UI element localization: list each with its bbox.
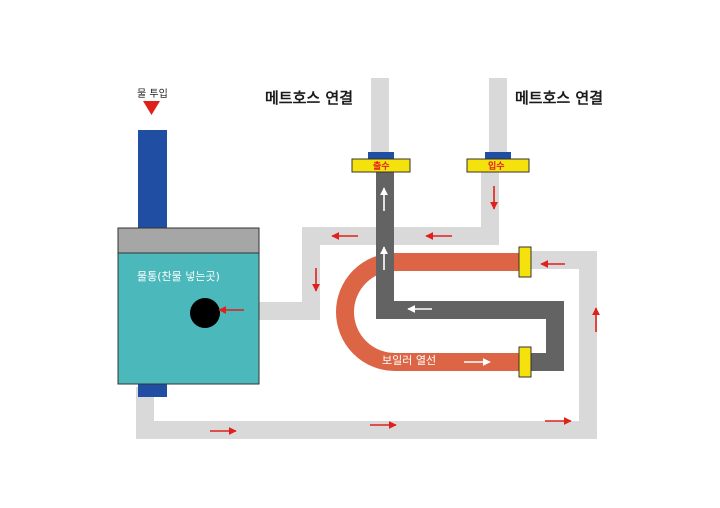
boiler-coil-label: 보일러 열선 xyxy=(382,354,437,367)
tank-inlet-pipe xyxy=(138,130,167,228)
arrow-icon xyxy=(380,187,491,366)
arrow-icon xyxy=(210,186,600,435)
hose-pipes xyxy=(136,78,597,439)
supply-hose xyxy=(136,251,597,439)
return-hose xyxy=(196,166,499,320)
triangle-down-icon xyxy=(143,101,160,115)
inlet-fitting xyxy=(466,152,530,173)
outlet-fitting-label: 출수 xyxy=(373,162,390,172)
inlet-fitting-label: 입수 xyxy=(488,162,505,172)
outlet-fitting xyxy=(351,152,411,173)
water-inlet-label: 물 투입 xyxy=(137,89,168,100)
coil-fitting-bottom xyxy=(518,346,532,378)
hose-connect-left-label: 메트호스 연결 xyxy=(265,89,354,107)
tank-outlet-hole xyxy=(190,298,220,328)
inner-pipe xyxy=(376,172,564,371)
water-tank xyxy=(117,227,260,385)
coil-fitting-top xyxy=(518,246,532,278)
tank-label: 물통(찬물 넣는곳) xyxy=(137,270,220,283)
tank-bottom-outlet xyxy=(138,383,167,397)
hose-connect-right-label: 메트호스 연결 xyxy=(515,89,604,107)
